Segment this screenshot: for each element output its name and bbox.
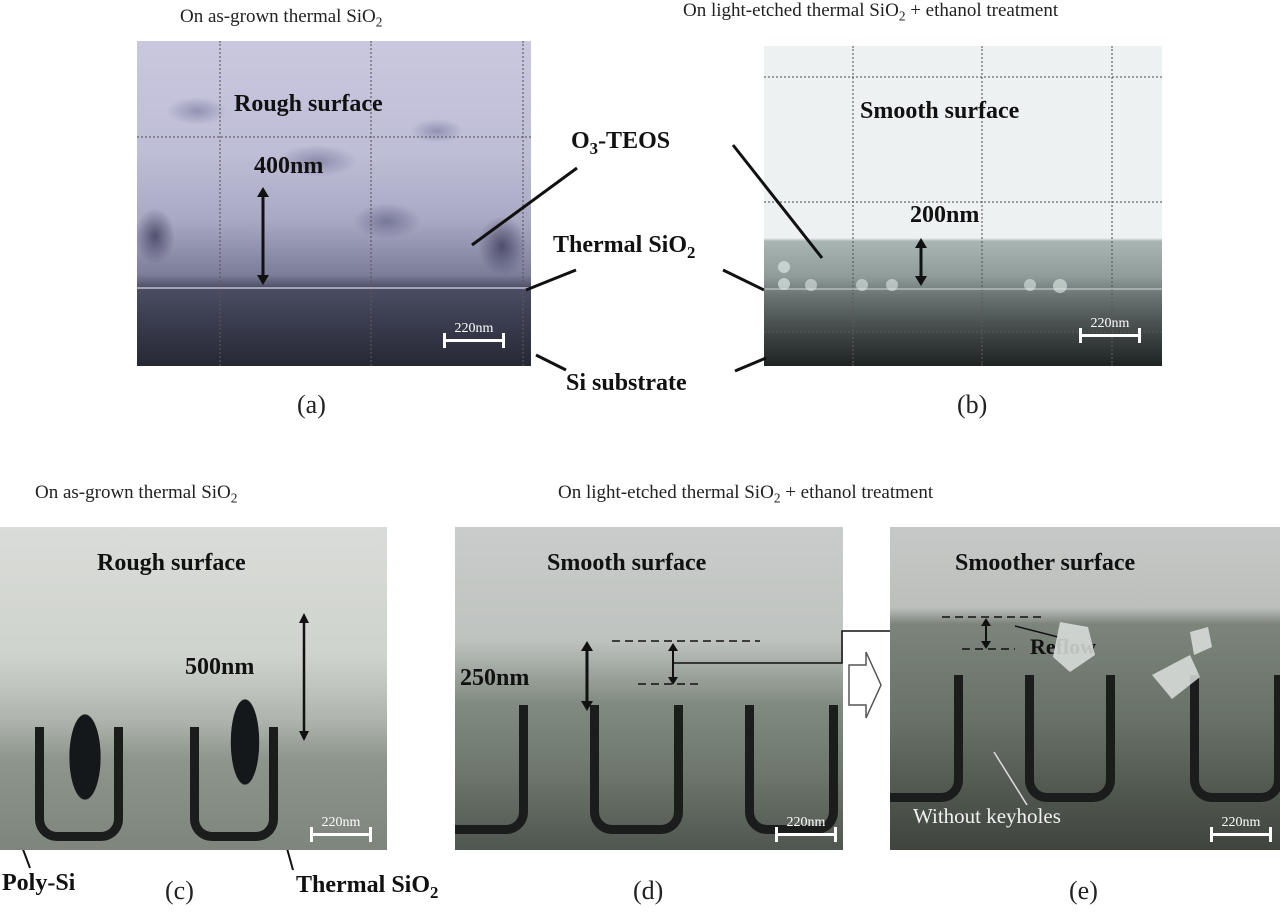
sem-panel-d: Smooth surface 250nm 220nm (455, 527, 843, 850)
thermal-sio2-bottom-label: Thermal SiO2 (296, 872, 438, 903)
scale-bar: 220nm (443, 321, 505, 348)
scale-label: 220nm (1221, 815, 1261, 830)
thickness-arrow-icon (137, 187, 531, 289)
callout-text: Thermal SiO (553, 232, 688, 258)
scale-bar: 220nm (310, 815, 372, 842)
reflow-label: Reflow (1030, 634, 1096, 659)
smooth-surface-label: Smooth surface (860, 98, 1020, 124)
thermal-sio2-top-label: Thermal SiO2 (553, 232, 695, 263)
panel-letter-b: (b) (957, 390, 988, 419)
caption-top-left: On as-grown thermal SiO2 (180, 6, 382, 31)
panel-letter-c: (c) (165, 876, 194, 905)
caption-subscript: 2 (375, 14, 383, 30)
rough-surface-label: Rough surface (234, 91, 383, 117)
caption-subscript: 2 (898, 8, 906, 24)
scale-label: 220nm (321, 815, 361, 830)
callout-suffix: -TEOS (598, 128, 671, 154)
caption-suffix: + ethanol treatment (905, 0, 1059, 21)
caption-text: On light-etched thermal SiO (683, 0, 899, 21)
caption-subscript: 2 (773, 490, 781, 506)
thickness-label: 400nm (254, 153, 324, 179)
scale-label: 220nm (786, 815, 826, 830)
sem-panel-a: Rough surface 400nm 220nm (137, 41, 531, 366)
scale-label: 220nm (454, 321, 494, 336)
scale-bar: 220nm (1210, 815, 1272, 842)
si-substrate-label: Si substrate (566, 370, 687, 396)
caption-bottom-left: On as-grown thermal SiO2 (35, 482, 237, 507)
scale-bar: 220nm (1079, 316, 1141, 343)
caption-subscript: 2 (230, 490, 238, 506)
sem-panel-b: Smooth surface 200nm 220nm (764, 46, 1162, 366)
caption-text: On light-etched thermal SiO (558, 482, 774, 503)
panel-letter-a: (a) (297, 390, 326, 419)
thickness-label: 500nm (185, 654, 255, 680)
sem-panel-e: Smoother surface Reflow Without keyholes… (890, 527, 1280, 850)
scale-label: 220nm (1090, 316, 1130, 331)
callout-subscript: 2 (430, 882, 439, 902)
thickness-label: 250nm (460, 665, 530, 691)
caption-bottom-right: On light-etched thermal SiO2 + ethanol t… (558, 482, 933, 507)
sem-panel-c: Rough surface 500nm 220nm (0, 527, 387, 850)
panel-letter-d: (d) (633, 876, 664, 905)
smooth-surface-label: Smooth surface (547, 550, 707, 576)
panel-letter-e: (e) (1069, 876, 1098, 905)
callout-text: Thermal SiO (296, 872, 431, 898)
callout-subscript: 3 (589, 138, 599, 158)
poly-si-label: Poly-Si (2, 870, 76, 896)
caption-text: On as-grown thermal SiO (180, 6, 376, 27)
callout-subscript: 2 (687, 242, 696, 262)
caption-top-right: On light-etched thermal SiO2 + ethanol t… (683, 0, 1058, 25)
caption-suffix: + ethanol treatment (780, 482, 934, 503)
without-keyholes-label: Without keyholes (913, 804, 1061, 828)
rough-surface-label: Rough surface (97, 550, 246, 576)
smoother-surface-label: Smoother surface (955, 550, 1136, 576)
scale-bar: 220nm (775, 815, 837, 842)
thickness-label: 200nm (910, 202, 980, 228)
o3-teos-label: O3-TEOS (571, 128, 670, 159)
caption-text: On as-grown thermal SiO (35, 482, 231, 503)
callout-text: O (571, 128, 590, 154)
